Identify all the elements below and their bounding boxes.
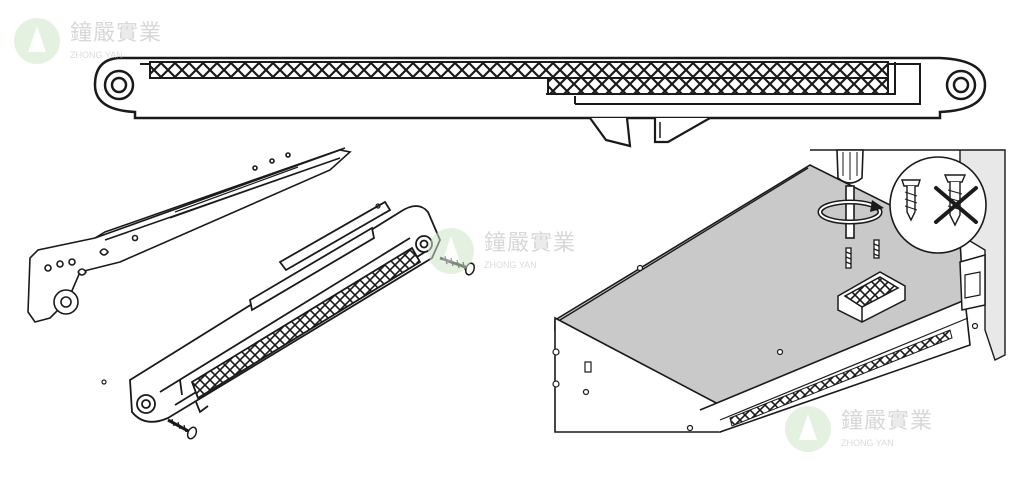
cross-out-icon — [934, 186, 978, 224]
warning-inset — [889, 156, 987, 254]
screw-icon — [845, 239, 880, 269]
damper-lattice — [190, 246, 422, 400]
damper-perspective — [129, 200, 441, 423]
damper-foot-left — [589, 117, 632, 148]
screwdriver-icon — [836, 149, 864, 239]
screw-icon — [167, 418, 198, 440]
rotation-arrow-icon — [817, 199, 884, 225]
mounting-hole-left — [103, 69, 135, 101]
drawer-slide-rail — [27, 147, 352, 323]
damper-foot-right — [653, 117, 711, 144]
rail-lattice — [729, 329, 953, 427]
lattice-pattern — [149, 61, 889, 79]
mounting-hole-right — [945, 69, 977, 101]
damper-block — [837, 271, 906, 323]
screw-icon — [901, 179, 921, 222]
